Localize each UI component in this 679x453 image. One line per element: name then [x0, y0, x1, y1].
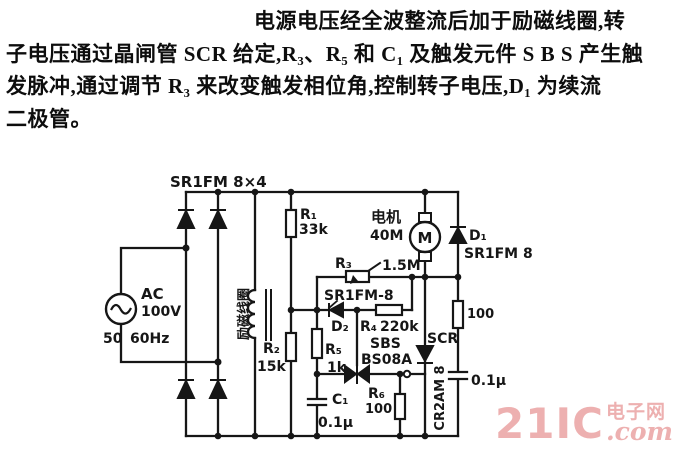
resistor-100-value-label: 100 — [467, 307, 494, 322]
scr-ref-label: SCR — [427, 331, 458, 347]
resistor-r1 — [284, 208, 298, 239]
d1-type-label: SR1FM 8 — [464, 246, 533, 262]
r1-value-label: 33k — [299, 222, 328, 238]
c1-value-label: 0.1μ — [318, 415, 353, 431]
sine-icon — [110, 303, 132, 315]
caption-line-3: 发脉冲,通过调节 R₃ 来改变触发相位角,控制转子电压,D₁ 为续流 — [6, 74, 602, 98]
resistor-r4 — [374, 303, 404, 317]
resistor-r2 — [284, 331, 298, 363]
r2-value-label: 15k — [257, 359, 286, 375]
motor-brush-top — [418, 212, 432, 223]
coil-winding — [246, 288, 257, 340]
bridge-diode — [176, 378, 196, 399]
diode-d2 — [327, 301, 344, 319]
caption-line-2: 子电压通过晶闸管 SCR 给定,R₃、R₅ 和 C₁ 及触发元件 S B S 产… — [6, 41, 644, 66]
c2-value-label: 0.1μ — [471, 373, 506, 389]
r4-value-label: 220k — [380, 319, 419, 335]
r3-arrowhead — [350, 275, 358, 284]
r6-ref-label: R₆ — [368, 386, 385, 402]
watermark: 21IC 电子网 .com — [495, 403, 673, 445]
ac-freq60-label: 60Hz — [130, 331, 169, 347]
ac-voltage-label: 100V — [141, 304, 181, 320]
motor-value-label: 40M — [370, 228, 403, 244]
r3-ref-label: R₃ — [335, 256, 352, 272]
r1-ref-label: R₁ — [300, 207, 317, 223]
coil-core-bars — [265, 289, 272, 341]
r2-ref-label: R₂ — [263, 341, 280, 357]
watermark-site: 电子网 — [605, 401, 666, 423]
bridge-diode — [208, 208, 228, 229]
watermark-domain: .com — [605, 417, 673, 446]
resistor-r5 — [310, 327, 324, 360]
r5-value-label: 1k — [327, 360, 347, 376]
r5-ref-label: R₅ — [325, 342, 342, 358]
motor-symbol-letter: M — [418, 229, 433, 247]
motor-brush-bottom — [418, 251, 432, 262]
bridge-diode — [176, 208, 196, 229]
coil-label: 励磁线圈 — [236, 288, 252, 340]
motor-symbol: M — [408, 212, 442, 262]
resistor-100 — [451, 299, 465, 330]
d2-ref-label: D₂ — [331, 319, 349, 335]
d2-type-leader — [327, 299, 339, 310]
d1-ref-label: D₁ — [469, 228, 487, 244]
bridge-diodes — [176, 208, 228, 399]
caption-line-4: 二极管。 — [6, 106, 92, 131]
r3-value-label: 1.5M — [382, 258, 421, 274]
ac-source-symbol — [104, 292, 138, 326]
sbs-symbol — [344, 364, 370, 384]
ac-label: AC — [141, 285, 164, 303]
scr-symbol — [402, 345, 435, 379]
r6-value-label: 100 — [365, 402, 392, 417]
scr-type-label: CR2AM 8 — [433, 365, 448, 430]
motor-label: 电机 — [371, 208, 401, 226]
resistor-r6 — [393, 392, 407, 421]
c2-capacitor — [447, 370, 469, 381]
watermark-brand: 21IC — [495, 399, 604, 448]
scr-gate-terminal — [402, 369, 412, 379]
ac-wire-bottom — [119, 322, 220, 364]
bridge-type-label: SR1FM 8×4 — [170, 173, 267, 191]
c1-ref-label: C₁ — [332, 392, 348, 408]
c1-capacitor — [306, 397, 328, 407]
bridge-diode — [208, 378, 228, 399]
ac-wire-top — [119, 246, 188, 296]
caption: 电源电压经全波整流后加于励磁线圈,转 子电压通过晶闸管 SCR 给定,R₃、R₅… — [6, 5, 673, 135]
r4-ref-label: R₄ — [360, 319, 377, 335]
caption-line-1: 电源电压经全波整流后加于励磁线圈,转 — [254, 9, 626, 33]
junction-dots — [182, 188, 462, 440]
ac-freq50-label: 50 — [103, 331, 123, 347]
diode-d1 — [448, 225, 468, 244]
sbs-ref-label: SBS — [370, 336, 401, 352]
d2-type-label: SR1FM-8 — [324, 288, 394, 304]
potentiometer-r3 — [344, 269, 371, 284]
sbs-type-label: BS08A — [361, 352, 412, 368]
